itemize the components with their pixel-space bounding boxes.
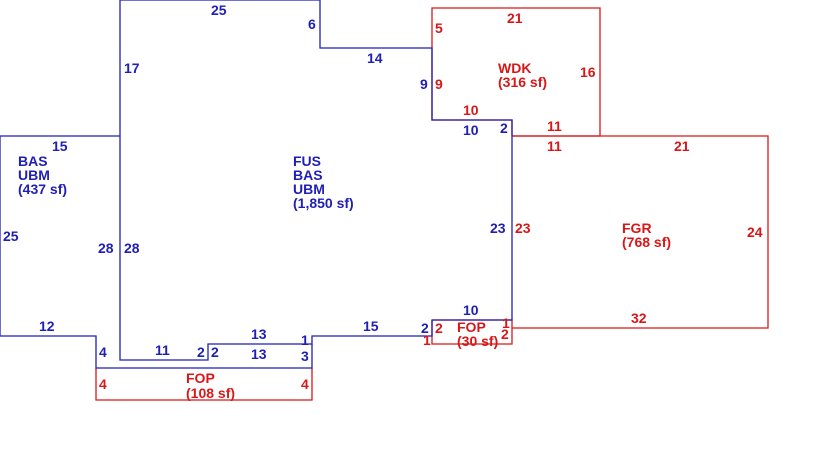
dim-label: 2: [500, 120, 508, 136]
fop-right-label-2: (30 sf): [457, 333, 498, 349]
dim-label: 11: [547, 138, 562, 154]
dim-label: 23: [515, 220, 531, 236]
dim-label: 4: [301, 376, 309, 392]
dim-label: 13: [251, 346, 267, 362]
dim-label: 11: [547, 118, 562, 134]
dim-label: 1: [502, 315, 510, 331]
dim-label: 4: [99, 376, 107, 392]
dim-label: 25: [211, 2, 227, 18]
dim-label: 10: [463, 302, 479, 318]
dim-label: 2: [435, 320, 443, 336]
fgr-outline: [512, 135, 769, 329]
fgr-label-2: (768 sf): [622, 234, 671, 250]
dim-label: 23: [490, 220, 506, 236]
bas-label-2: UBM: [18, 167, 50, 183]
dim-label: 12: [39, 318, 55, 334]
dim-label: 25: [3, 228, 19, 244]
dim-label: 24: [747, 224, 763, 240]
bas-label-1: BAS: [18, 153, 48, 169]
dim-label: 17: [124, 60, 140, 76]
fop-bottom-label-1: FOP: [186, 370, 215, 386]
fus-label-1: FUS: [293, 153, 321, 169]
dim-label: 1: [301, 332, 309, 348]
dim-label: 10: [463, 122, 479, 138]
wdk-label-2: (316 sf): [498, 74, 547, 90]
dim-label: 13: [251, 326, 267, 342]
dim-label: 6: [308, 16, 316, 32]
dim-label: 11: [155, 342, 170, 358]
dim-label: 16: [580, 64, 596, 80]
fgr-label-1: FGR: [622, 220, 652, 236]
bas-label-3: (437 sf): [18, 181, 67, 197]
dim-label: 21: [674, 138, 690, 154]
fus-label-2: BAS: [293, 167, 323, 183]
fop-bottom-label-2: (108 sf): [186, 385, 235, 401]
dim-label: 14: [367, 50, 383, 66]
dim-label: 2: [211, 344, 219, 360]
dim-label: 15: [363, 318, 379, 334]
fop-bottom-outline: [95, 368, 313, 401]
dim-label: 2: [501, 326, 509, 342]
dim-label: 9: [435, 76, 443, 92]
dim-label: 5: [435, 20, 443, 36]
dim-label: 4: [99, 344, 107, 360]
dim-label: 28: [124, 240, 140, 256]
dim-label: 21: [507, 10, 523, 26]
fus-label-4: (1,850 sf): [293, 195, 354, 211]
dim-label: 10: [463, 102, 479, 118]
dim-label: 32: [631, 310, 647, 326]
bas-outline: [0, 135, 313, 369]
dim-label: 1: [423, 332, 431, 348]
fus-outline: [119, 0, 513, 361]
dim-label: 2: [197, 344, 205, 360]
dim-label: 3: [301, 348, 309, 364]
fop-right-label-1: FOP: [457, 319, 486, 335]
dim-label: 2: [421, 320, 429, 336]
dim-label: 28: [98, 240, 114, 256]
dim-label: 9: [420, 76, 428, 92]
wdk-label-1: WDK: [498, 60, 531, 76]
fus-label-3: UBM: [293, 181, 325, 197]
dim-label: 15: [52, 138, 68, 154]
